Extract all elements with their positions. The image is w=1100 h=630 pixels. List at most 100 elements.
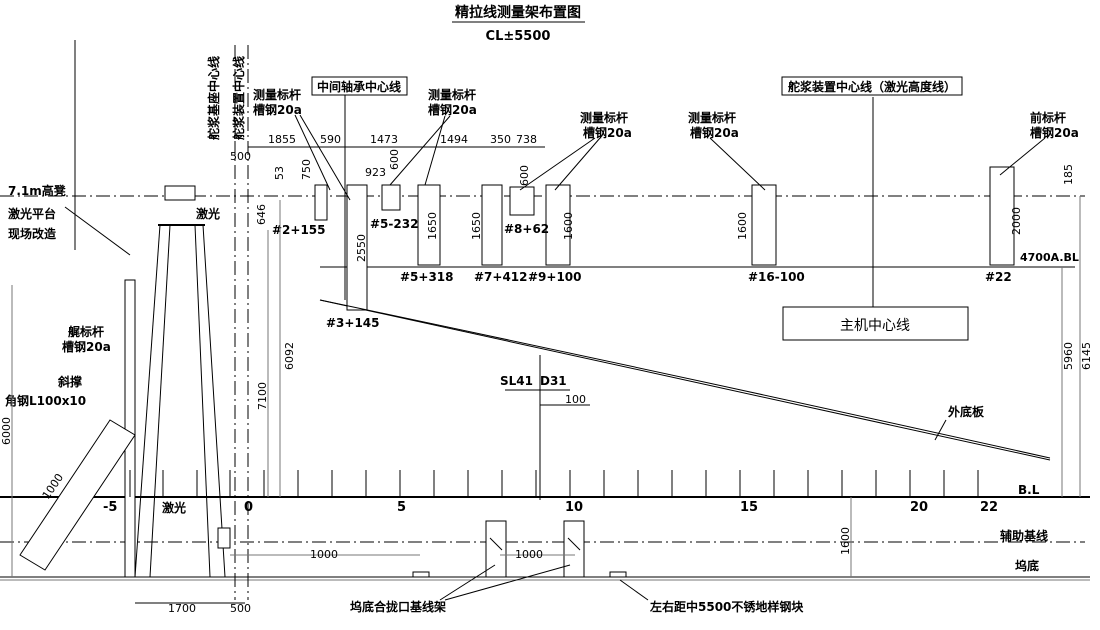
laser-platform-l1: 7.1m高凳 [8, 183, 67, 198]
laser-platform-l3: 现场改造 [8, 226, 57, 241]
dim-2550: 2550 [355, 234, 368, 262]
rudder-base-cl-label: 舵浆基座中心线 [206, 56, 221, 140]
platform-leg-1 [134, 224, 161, 578]
laser-platform-l2: 激光平台 [8, 206, 56, 221]
pole-3-145 [346, 184, 368, 311]
dim-1494: 1494 [440, 133, 468, 146]
dim-2000: 2000 [1010, 207, 1023, 235]
mid-bearing-label-box [311, 76, 408, 96]
dim-750: 750 [300, 159, 313, 180]
pole-5-232 [381, 184, 401, 211]
frame-num-22: 22 [980, 500, 998, 515]
pole-7-412 [481, 184, 503, 266]
diagonal-brace [19, 419, 136, 571]
aft-pole-l2: 槽钢20a [62, 339, 111, 354]
leader-pole-1 [294, 114, 331, 191]
pole-9-100 [545, 184, 571, 266]
leader-pole-2b [389, 115, 451, 186]
leader-pole-1b [299, 114, 351, 201]
steel-block-label: 左右距中5500不锈地样钢块 [649, 599, 804, 614]
brace-l1: 斜撑 [57, 374, 82, 389]
drawing-subtitle: CL±5500 [486, 29, 551, 44]
dim-1600-b: 1600 [736, 212, 749, 240]
platform-leg-3 [194, 224, 211, 578]
dim-1600-a: 1600 [562, 212, 575, 240]
pole-5-318 [417, 184, 441, 266]
rudder-laser-label-box [781, 76, 963, 96]
bl4700-label: 4700A.BL [1020, 251, 1079, 264]
dim-185: 185 [1062, 164, 1075, 185]
pole-8-62 [509, 186, 535, 216]
frame-5-232: #5-232 [370, 217, 418, 231]
mid-bearing-label: 中间轴承中心线 [317, 79, 401, 94]
main-engine-label-box [782, 306, 969, 341]
dock-floor-label: 坞底 [1015, 558, 1039, 573]
laser-platform-leader [64, 206, 131, 256]
pole-label-1-l1: 测量标杆 [253, 87, 301, 102]
steel-block-2 [609, 571, 627, 578]
dim-6145: 6145 [1080, 342, 1093, 370]
platform-leg-2 [149, 224, 171, 578]
dim-923: 923 [365, 166, 386, 179]
laser-device-top [164, 185, 196, 201]
dock-frame-leader-1 [439, 564, 496, 601]
dock-frame-1-mark [489, 537, 503, 551]
dock-frame-2-mark [567, 537, 581, 551]
main-engine-label: 主机中心线 [840, 318, 910, 334]
dim-500-top: 500 [230, 150, 251, 163]
laser-bottom-label: 激光 [162, 500, 186, 515]
steel-block-1 [412, 571, 430, 578]
laser-device-bottom [217, 527, 231, 549]
pole-label-2-l1: 测量标杆 [428, 87, 476, 102]
leader-pole-3 [554, 137, 601, 191]
dock-frame-leader-2 [444, 564, 571, 601]
steel-block-leader [619, 579, 649, 601]
dock-frame-1 [485, 520, 507, 578]
dim-590: 590 [320, 133, 341, 146]
dim-1700: 1700 [168, 602, 196, 615]
outer-bottom-plate [319, 299, 1051, 459]
dock-frame-label: 坞底合拢口基线架 [350, 599, 446, 614]
leader-fore-pole [999, 137, 1046, 176]
pole-2-155 [314, 184, 328, 221]
pole-label-3-l1: 测量标杆 [580, 110, 628, 125]
frame-num-0: 0 [244, 500, 253, 515]
laser-top-label: 激光 [196, 206, 220, 221]
dim-7100: 7100 [256, 382, 269, 410]
rudder-device-cl-label: 舵浆装置中心线 [231, 56, 246, 140]
dim-1855: 1855 [268, 133, 296, 146]
frame-2-155: #2+155 [272, 223, 326, 237]
dim-350: 350 [490, 133, 511, 146]
pole-label-4-l2: 槽钢20a [690, 125, 739, 140]
rudder-laser-label: 舵浆装置中心线（激光高度线） [788, 79, 956, 94]
dim-738: 738 [516, 133, 537, 146]
pole-label-1-l2: 槽钢20a [253, 102, 302, 117]
dock-frame-2 [563, 520, 585, 578]
pole-label-4-l1: 测量标杆 [688, 110, 736, 125]
dim-6092: 6092 [283, 342, 296, 370]
pole-22 [989, 166, 1015, 266]
aft-pole-l1: 艉标杆 [68, 324, 104, 339]
fore-pole-l1: 前标杆 [1030, 110, 1066, 125]
aft-pole [124, 279, 136, 578]
dim-600-a: 600 [388, 149, 401, 170]
dim-1650-a: 1650 [426, 212, 439, 240]
pole-label-3-l2: 槽钢20a [583, 125, 632, 140]
dim-1650-b: 1650 [470, 212, 483, 240]
leader-pole-3b [519, 137, 596, 191]
dim-53: 53 [273, 166, 286, 180]
frame-22: #22 [985, 270, 1012, 284]
dim-1473: 1473 [370, 133, 398, 146]
frame-7-412: #7+412 [474, 270, 528, 284]
frame-num-20: 20 [910, 500, 928, 515]
dim-600-b: 600 [518, 165, 531, 186]
sl41-label: SL41 [500, 374, 533, 388]
dim-1000-b: 1000 [515, 548, 543, 561]
frame-num-15: 15 [740, 500, 758, 515]
dim-100: 100 [565, 393, 586, 406]
frame-num-10: 10 [565, 500, 583, 515]
leader-pole-4 [709, 137, 766, 191]
frame-9-100: #9+100 [528, 270, 582, 284]
frame-num-5: 5 [397, 500, 406, 515]
